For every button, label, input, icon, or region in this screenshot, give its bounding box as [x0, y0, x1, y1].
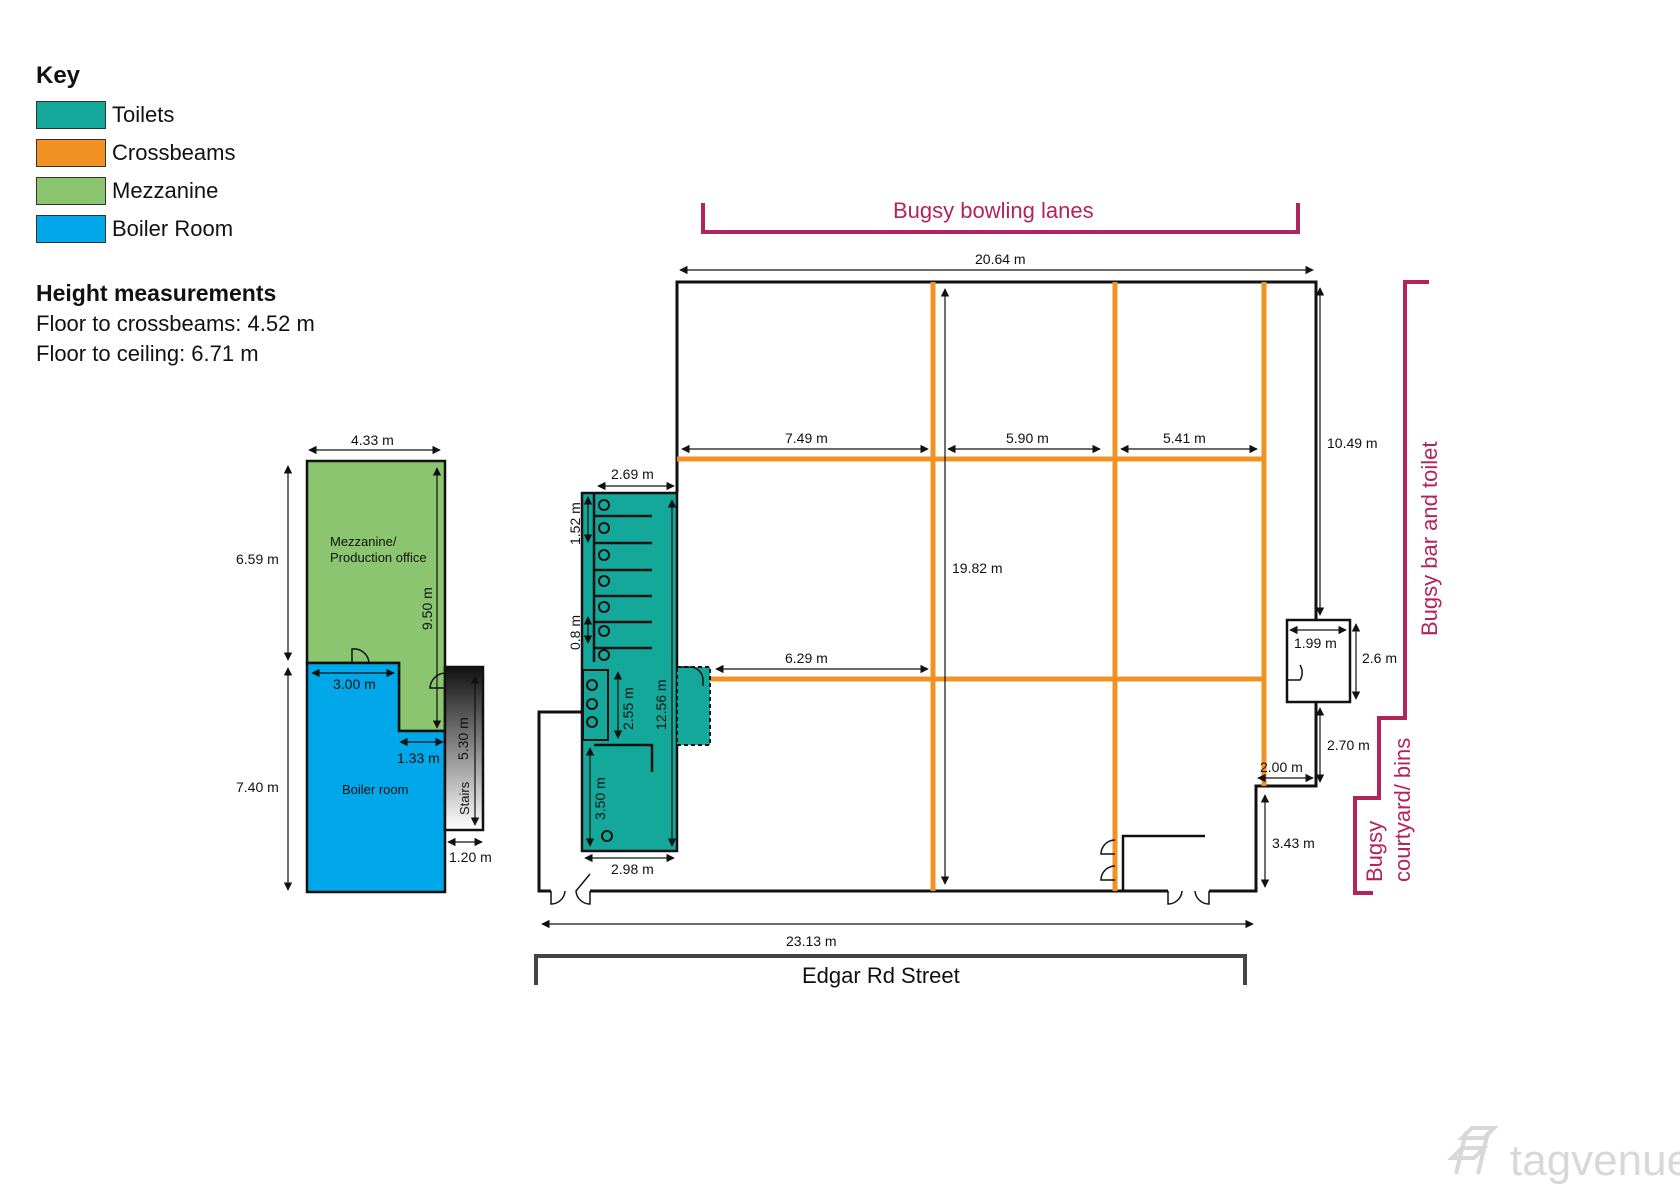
- inner-door: [1100, 839, 1116, 881]
- height-title: Height measurements: [36, 280, 277, 306]
- toilets-area: [580, 491, 679, 853]
- main-hall-walls: [675, 280, 1318, 893]
- dim-bay-2: 5.90 m: [1006, 430, 1049, 446]
- dim-toilet-length: 12.56 m: [653, 679, 669, 730]
- toilets-enclosure: [582, 669, 609, 741]
- dim-mezz-inner: 9.50 m: [419, 587, 435, 630]
- tagvenue-logo-icon: [1447, 1126, 1499, 1175]
- right-bracket: [1353, 280, 1429, 895]
- dim-boiler-top: 3.00 m: [333, 676, 376, 692]
- mezzanine-label-1: Mezzanine/: [330, 534, 397, 549]
- dim-street-width: 23.13 m: [786, 933, 837, 949]
- dim-bar-width: 1.99 m: [1294, 635, 1337, 651]
- main-hall-left-wall: [537, 710, 582, 893]
- key-label: Mezzanine: [112, 178, 219, 203]
- street-label: Edgar Rd Street: [802, 963, 960, 988]
- key-label: Toilets: [112, 102, 175, 127]
- dim-main-length: 19.82 m: [952, 560, 1003, 576]
- key-item-boiler-room: Boiler Room: [36, 210, 356, 248]
- bowling-label: Bugsy bowling lanes: [893, 198, 1094, 223]
- key-panel: Key Toilets Crossbeams Mezzanine Boiler …: [36, 62, 356, 367]
- dim-main-width: 20.64 m: [975, 251, 1026, 267]
- dim-boiler-height: 7.40 m: [236, 779, 279, 795]
- dim-stairs-width: 1.20 m: [449, 849, 492, 865]
- bar-label: Bugsy bar and toilet: [1417, 442, 1442, 636]
- toilet-door: [677, 666, 704, 686]
- street-bracket: [534, 954, 1247, 985]
- courtyard-label-1: Bugsy: [1362, 821, 1387, 882]
- toilet-fixtures: [586, 499, 613, 842]
- courtyard-label-2: courtyard/ bins: [1390, 738, 1415, 882]
- dim-mezz-width: 4.33 m: [351, 432, 394, 448]
- boiler-room-label: Boiler room: [342, 782, 408, 797]
- dim-toilet-cubicle: 1.52 m: [567, 502, 583, 545]
- key-swatch-mezzanine: [36, 177, 106, 205]
- mezzanine-label-2: Production office: [330, 550, 427, 565]
- dim-mezz-height: 6.59 m: [236, 551, 279, 567]
- entrance-door-right: [1167, 890, 1210, 905]
- key-swatch-crossbeams: [36, 139, 106, 167]
- watermark-text: tagvenue: [1510, 1136, 1680, 1185]
- key-item-toilets: Toilets: [36, 96, 356, 134]
- key-swatch-boiler-room: [36, 215, 106, 243]
- dim-right-mid: 2.70 m: [1327, 737, 1370, 753]
- dim-bay-lower: 6.29 m: [785, 650, 828, 666]
- key-item-mezzanine: Mezzanine: [36, 172, 356, 210]
- key-label: Crossbeams: [112, 140, 236, 165]
- mezzanine-door: [351, 648, 370, 664]
- crossbeams: [677, 282, 1267, 891]
- bar-door: [1287, 664, 1303, 681]
- dim-step-width: 2.00 m: [1260, 759, 1303, 775]
- bowling-bracket: [701, 203, 1300, 234]
- dim-toilet-bottom: 2.98 m: [611, 861, 654, 877]
- key-label: Boiler Room: [112, 216, 234, 241]
- dim-toilet-width: 2.69 m: [611, 466, 654, 482]
- dim-bay-1: 7.49 m: [785, 430, 828, 446]
- dim-boiler-step: 1.33 m: [397, 750, 440, 766]
- key-swatch-toilets: [36, 101, 106, 129]
- stairs-label: Stairs: [457, 781, 472, 815]
- dim-bay-3: 5.41 m: [1163, 430, 1206, 446]
- dim-bar-height: 2.6 m: [1362, 650, 1397, 666]
- entrance-door-left: [550, 873, 591, 905]
- toilets-annex: [676, 666, 711, 746]
- key-item-crossbeams: Crossbeams: [36, 134, 356, 172]
- dim-right-lower: 3.43 m: [1272, 835, 1315, 851]
- dim-stairs-len: 5.30 m: [455, 717, 471, 760]
- dim-right-upper: 10.49 m: [1327, 435, 1378, 451]
- key-title: Key: [36, 62, 81, 89]
- height-crossbeams: Floor to crossbeams: 4.52 m: [36, 311, 315, 336]
- dim-toilet-gap: 0.8 m: [567, 615, 583, 650]
- inner-partition: [1121, 834, 1205, 891]
- bar-toilet-block: [1285, 618, 1352, 704]
- height-ceiling: Floor to ceiling: 6.71 m: [36, 341, 259, 366]
- dim-toilet-inner: 2.55 m: [620, 687, 636, 730]
- dim-toilet-lower: 3.50 m: [592, 777, 608, 820]
- toilet-cubicles: [592, 493, 654, 772]
